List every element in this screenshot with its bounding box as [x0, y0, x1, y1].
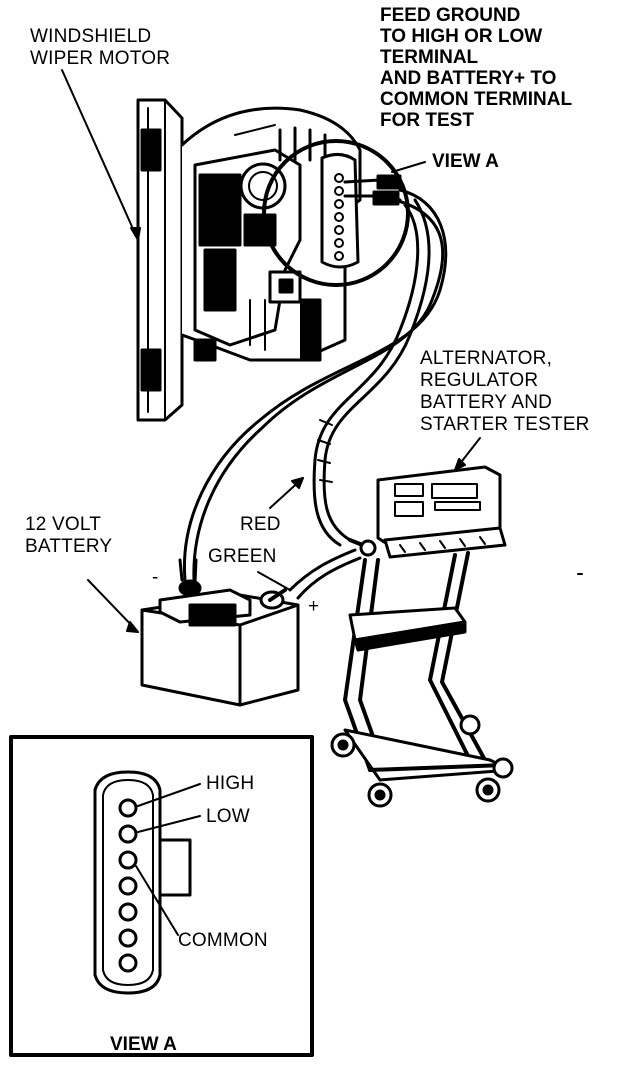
- battery-label: 12 VOLT BATTERY: [25, 514, 112, 557]
- green-cable-pointer: [257, 571, 291, 591]
- low-terminal-label: LOW: [206, 806, 250, 827]
- view-a-inset-frame: [9, 735, 314, 1057]
- view-a-pointers: [135, 783, 201, 936]
- tester-pointer: [454, 437, 481, 471]
- battery-pointer: [87, 579, 139, 633]
- motor-pointer: [61, 69, 141, 241]
- view-a-circle: [262, 139, 410, 287]
- view-a-inset-title: VIEW A: [110, 1034, 177, 1055]
- motor-connector: [320, 153, 402, 269]
- view-a-connector: [93, 770, 192, 995]
- wiper-motor: [136, 98, 362, 422]
- battery: [140, 558, 300, 707]
- green-wire-label: GREEN: [208, 546, 277, 567]
- red-wire-label: RED: [240, 514, 281, 535]
- negative-terminal-label: -: [152, 567, 159, 588]
- tester: [330, 465, 514, 808]
- wiper-motor-label: WINDSHIELD WIPER MOTOR: [30, 26, 170, 69]
- view-a-pointer: [391, 161, 426, 173]
- test-cables: [182, 188, 448, 600]
- positive-terminal-label: +: [308, 596, 319, 617]
- feed-ground-note: FEED GROUND TO HIGH OR LOW TERMINAL AND …: [380, 5, 577, 131]
- high-terminal-label: HIGH: [206, 773, 254, 794]
- common-terminal-label: COMMON: [178, 930, 268, 951]
- tester-label: ALTERNATOR, REGULATOR BATTERY AND STARTE…: [420, 348, 590, 435]
- view-a-callout-label: VIEW A: [432, 151, 499, 172]
- red-cable-pointer: [269, 477, 304, 509]
